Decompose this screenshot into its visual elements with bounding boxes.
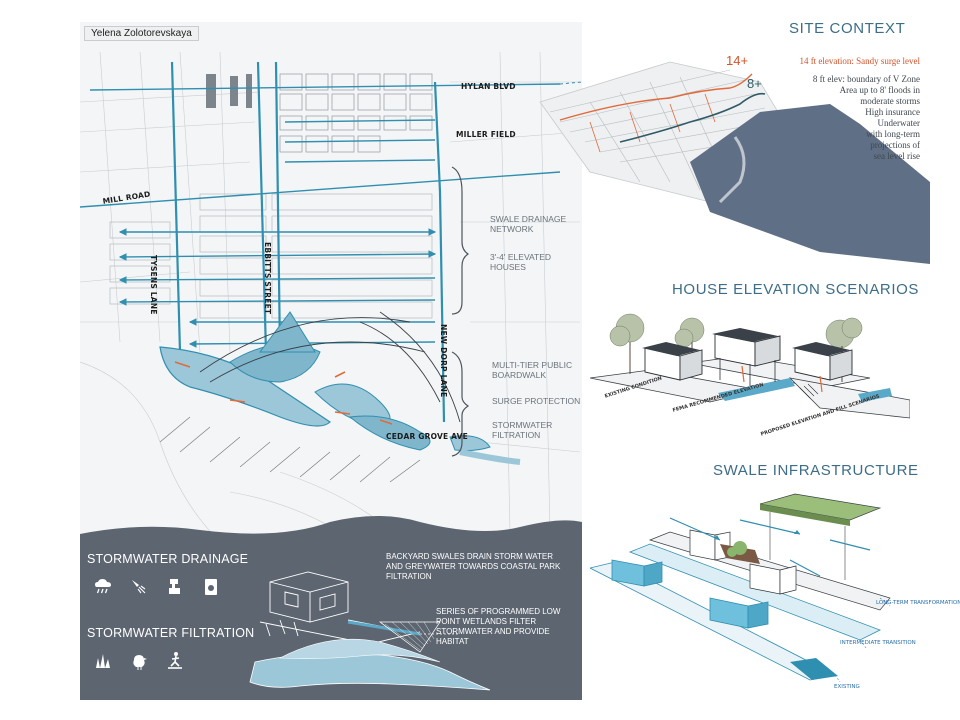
elevation-badge-8: 8+ bbox=[747, 76, 762, 91]
callout-swale-network: SWALE DRAINAGE NETWORK bbox=[490, 214, 567, 234]
vzone-line-3: moderate storms bbox=[860, 96, 920, 106]
legend-drainage-title: STORMWATER DRAINAGE bbox=[87, 552, 249, 566]
callout-surge-protection: SURGE PROTECTION bbox=[492, 396, 581, 406]
swale-infrastructure-title: SWALE INFRASTRUCTURE bbox=[713, 462, 919, 479]
site-plan-map: Yelena Zolotorevskaya HYLAN BLVD MILLER … bbox=[80, 22, 582, 700]
legend-filtration-note: SERIES OF PROGRAMMED LOW POINT WETLANDS … bbox=[436, 607, 561, 646]
site-context-title: SITE CONTEXT bbox=[789, 20, 906, 37]
vzone-line-6: with long-term bbox=[866, 129, 920, 139]
street-label-tysens-lane: TYSENS LANE bbox=[149, 255, 158, 315]
drainage-icon-row bbox=[92, 576, 222, 598]
legend-filtration-title: STORMWATER FILTRATION bbox=[87, 626, 255, 640]
filtration-icon-row bbox=[92, 650, 186, 672]
callout-stormwater-filtration: STORMWATER FILTRATION bbox=[492, 420, 553, 440]
vzone-line-5: Underwater bbox=[877, 118, 920, 128]
shower-icon bbox=[132, 580, 146, 594]
washer-icon bbox=[205, 579, 217, 595]
author-label: Yelena Zolotorevskaya bbox=[84, 26, 199, 41]
faucet-icon bbox=[169, 579, 180, 594]
bird-icon bbox=[133, 655, 147, 670]
street-label-hylan: HYLAN BLVD bbox=[461, 82, 516, 91]
street-label-cedar-grove: CEDAR GROVE AVE bbox=[386, 432, 468, 441]
callout-elevated-houses: 3'-4' ELEVATED HOUSES bbox=[490, 252, 552, 272]
rain-cloud-icon bbox=[95, 579, 111, 594]
house-elevation-diagram bbox=[590, 313, 910, 419]
vzone-note: 8 ft elev: boundary of V Zone Area up to… bbox=[790, 74, 920, 162]
vzone-line-7: projections of bbox=[870, 140, 920, 150]
swale-infrastructure-diagram bbox=[590, 493, 891, 683]
vzone-line-2: Area up to 8' floods in bbox=[839, 85, 920, 95]
label-intermediate: INTERMEDIATE TRANSITION bbox=[840, 640, 916, 646]
map-drawing bbox=[80, 51, 582, 700]
elevation-badge-14: 14+ bbox=[726, 53, 749, 68]
surge-level-note: 14 ft elevation: Sandy surge level bbox=[799, 56, 920, 66]
label-existing: EXISTING bbox=[834, 684, 860, 690]
vzone-line-4: High insurance bbox=[865, 107, 920, 117]
site-context-diagram bbox=[539, 61, 930, 264]
vzone-line-1: 8 ft elev: boundary of V Zone bbox=[812, 74, 920, 84]
skateboarder-icon bbox=[168, 652, 182, 669]
label-long-term: LONG-TERM TRANSFORMATION bbox=[876, 600, 960, 606]
grass-icon bbox=[96, 654, 110, 668]
street-label-miller-field: MILLER FIELD bbox=[456, 130, 516, 139]
vzone-line-8: sea level rise bbox=[873, 151, 920, 161]
street-label-ebbitts-street: EBBITTS STREET bbox=[263, 242, 272, 315]
house-elevation-title: HOUSE ELEVATION SCENARIOS bbox=[672, 281, 919, 298]
callout-boardwalk: MULTI-TIER PUBLIC BOARDWALK bbox=[492, 360, 573, 380]
legend-drainage-note: BACKYARD SWALES DRAIN STORM WATER AND GR… bbox=[386, 552, 561, 581]
street-label-new-dorp-lane: NEW DORP LANE bbox=[439, 324, 448, 398]
